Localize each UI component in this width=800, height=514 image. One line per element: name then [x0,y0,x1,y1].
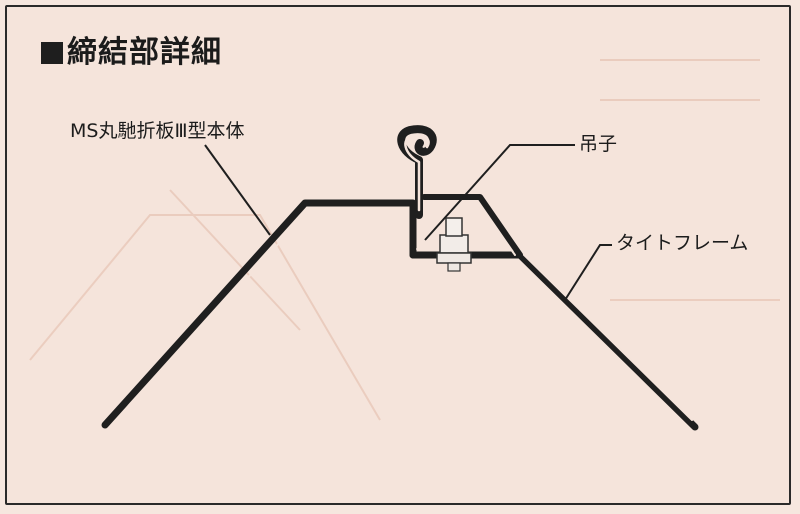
background-ghost-lines [29,59,780,421]
leader-lines [204,144,612,301]
bolt [436,217,472,272]
figure-title: 締結部詳細 [41,37,222,69]
label-hanger: 吊子 [579,133,618,155]
title-bullet-square [41,42,63,64]
title-text: 締結部詳細 [67,35,222,70]
folded-plate-body [101,199,417,429]
leader-tie-frame [564,244,612,301]
hanger-hook [397,125,437,219]
figure-frame [5,5,791,505]
label-tie-frame: タイトフレーム [616,232,749,254]
leader-main-body [204,144,271,236]
label-main-body: MS丸馳折板Ⅲ型本体 [70,120,245,142]
leader-hanger [424,144,575,241]
